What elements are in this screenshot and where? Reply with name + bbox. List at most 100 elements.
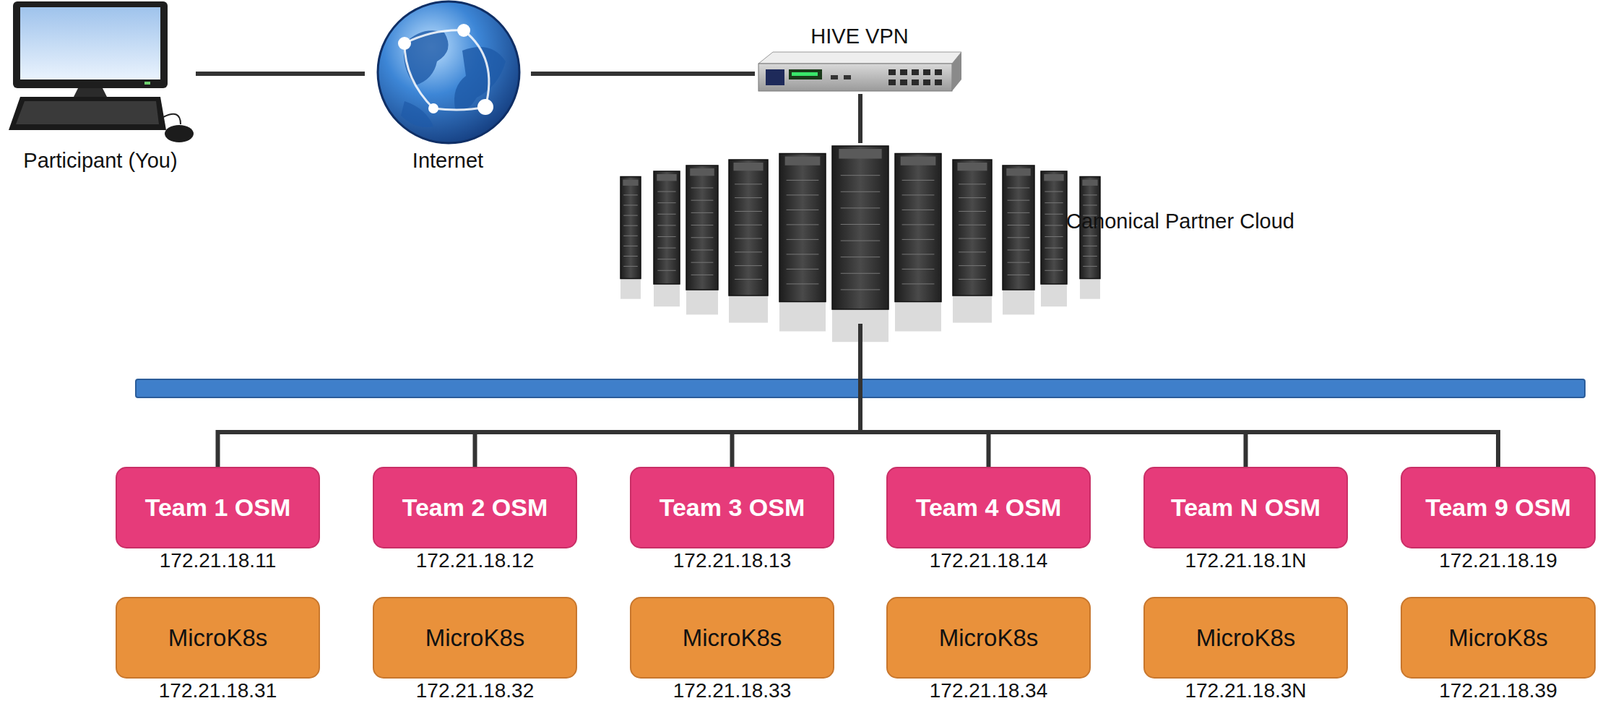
server-racks-part (902, 209, 935, 211)
microk8s-box: MicroK8s172.21.18.3N (1143, 596, 1348, 679)
server-racks-part (1007, 262, 1031, 263)
ip-address: 172.21.18.31 (158, 680, 278, 701)
server-racks-part (1044, 236, 1063, 237)
server-rack (779, 153, 826, 332)
server-racks-part (1044, 258, 1063, 260)
computer-icon-part (13, 1, 168, 89)
network-link (858, 93, 863, 144)
server-racks-part (902, 179, 935, 181)
globe-icon-part (454, 46, 506, 111)
server-racks-part (785, 156, 821, 166)
server-racks-part (894, 301, 942, 332)
server-racks-part (653, 171, 680, 284)
server-rack (1002, 165, 1035, 315)
server-racks-part (686, 165, 719, 290)
network-link (218, 323, 862, 467)
server-racks-part (691, 212, 714, 214)
server-racks-part (622, 179, 638, 186)
osm-box: Team N OSM172.21.18.1N (1143, 466, 1348, 549)
server-racks-part (779, 301, 826, 332)
server-racks-part (958, 210, 987, 212)
server-racks-part (657, 258, 676, 260)
vpn-device-icon-part (911, 69, 919, 76)
osm-box: Team 2 OSM172.21.18.12 (372, 466, 578, 549)
box-title: Team 4 OSM (915, 493, 1062, 522)
server-racks-part (691, 187, 714, 188)
server-racks-part (623, 225, 638, 227)
server-racks-part (902, 253, 935, 255)
ip-address: 172.21.18.19 (1438, 550, 1558, 571)
icon-label: Participant (You) (5, 149, 196, 173)
server-racks-part (1082, 245, 1098, 247)
server-rack (620, 176, 641, 300)
server-racks-part (657, 247, 676, 249)
network-link (195, 71, 365, 76)
microk8s-box: MicroK8s172.21.18.32 (372, 596, 578, 679)
server-racks-part (1007, 249, 1031, 250)
server-racks-part (779, 153, 826, 302)
box-title: MicroK8s (1448, 624, 1548, 652)
globe-icon-part (457, 23, 471, 37)
vpn-device-icon (758, 52, 962, 92)
server-rack (894, 153, 942, 332)
ip-address: 172.21.18.12 (416, 550, 535, 571)
server-racks-part (786, 283, 820, 284)
vpn-device-icon-part (888, 79, 896, 86)
server-racks-part (1007, 212, 1031, 214)
server-racks-part (689, 168, 714, 176)
ip-address: 172.21.18.11 (159, 550, 276, 571)
server-racks-part (734, 238, 763, 240)
server-rack (952, 159, 992, 323)
server-racks-part (1082, 235, 1098, 237)
server-racks-part (1040, 171, 1067, 284)
box-title: MicroK8s (168, 624, 268, 652)
server-racks-part (958, 224, 987, 226)
server-racks-part (958, 251, 987, 253)
server-racks-part (623, 245, 638, 247)
server-racks-part (623, 194, 638, 196)
server-racks-part (786, 253, 820, 255)
network-link (860, 323, 989, 467)
server-racks-part (832, 145, 889, 310)
server-racks-part (902, 283, 935, 284)
server-racks-part (902, 194, 935, 196)
server-racks-part (686, 289, 719, 315)
server-racks-part (902, 268, 935, 270)
vpn-device-icon-part (911, 79, 919, 86)
globe-icon-part (377, 1, 520, 144)
globe-icon-part (400, 101, 434, 128)
server-racks-part (1044, 191, 1063, 193)
vpn-device-icon-part (830, 75, 838, 80)
globe-icon (377, 1, 520, 144)
box-title: Team 1 OSM (145, 493, 292, 522)
server-racks-part (958, 265, 987, 266)
server-racks-part (786, 268, 820, 270)
box-title: MicroK8s (939, 624, 1039, 652)
server-racks-part (952, 159, 992, 296)
server-racks-part (1007, 236, 1031, 238)
server-racks-part (1044, 202, 1063, 203)
box-title: MicroK8s (1196, 624, 1296, 652)
server-racks-part (840, 256, 881, 258)
server-racks-part (656, 174, 677, 181)
server-racks-part (1082, 265, 1098, 267)
server-racks-part (1043, 174, 1064, 181)
osm-box: Team 3 OSM172.21.18.13 (629, 466, 835, 549)
computer-icon-part (144, 81, 151, 85)
vpn-device-icon-part (923, 69, 931, 76)
vpn-device-icon-part (758, 52, 962, 64)
box-title: Team N OSM (1170, 493, 1321, 522)
server-racks-part (1002, 289, 1035, 315)
microk8s-box: MicroK8s172.21.18.31 (115, 596, 320, 679)
server-racks-part (840, 288, 881, 290)
computer-icon-part (73, 88, 107, 97)
server-racks-part (1002, 165, 1035, 290)
server-racks-part (1044, 213, 1063, 215)
vpn-device-icon-part (888, 69, 896, 76)
server-racks-part (734, 183, 763, 185)
osm-box: Team 4 OSM172.21.18.14 (886, 466, 1091, 549)
server-racks-part (900, 156, 937, 166)
server-racks-part (1082, 255, 1098, 257)
server-racks-part (733, 162, 763, 171)
server-racks-part (1007, 224, 1031, 226)
